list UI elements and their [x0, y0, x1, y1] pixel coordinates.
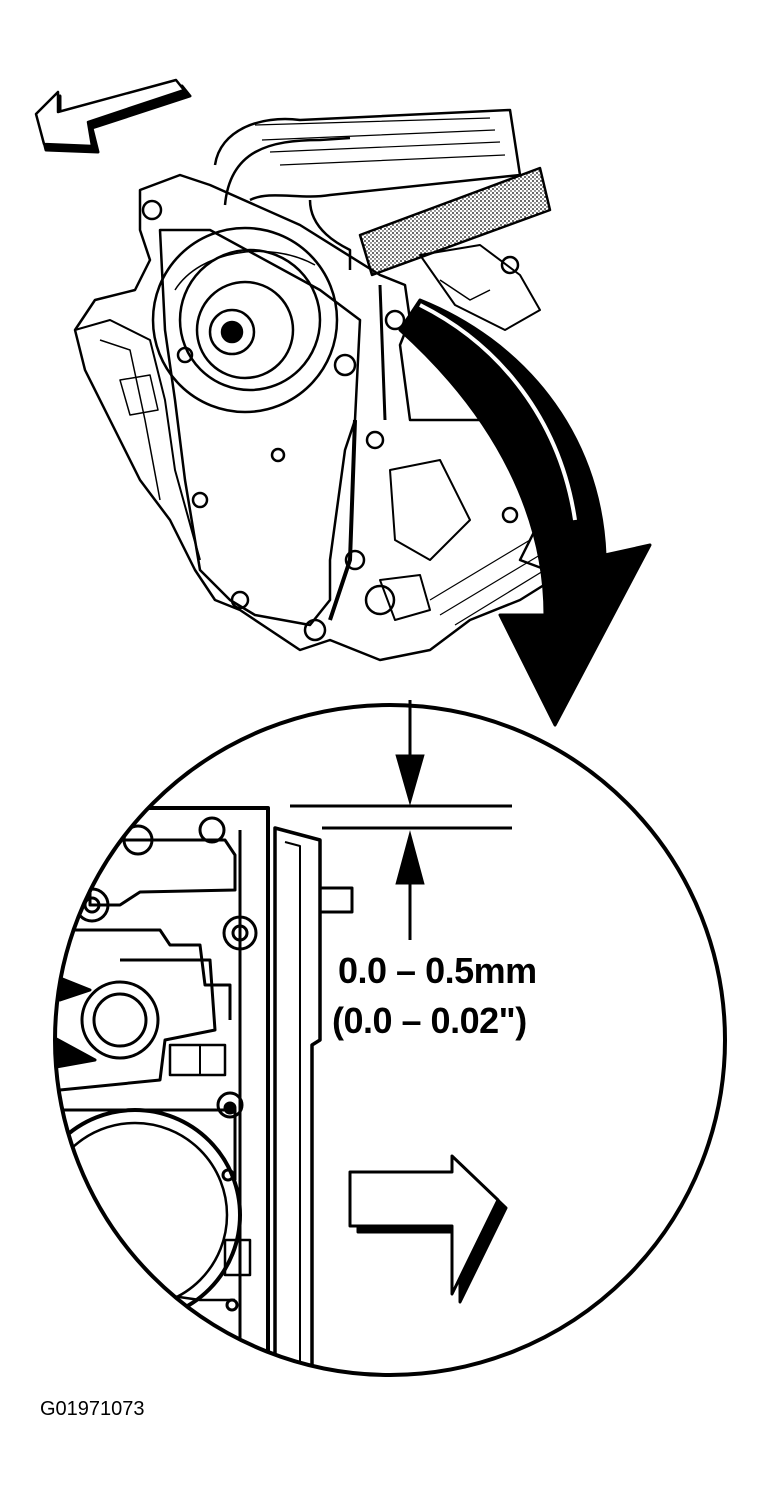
figure-id: G01971073: [40, 1398, 145, 1420]
dimension-arrow-down-icon: [395, 754, 425, 806]
direction-arrow-top-icon: [34, 78, 192, 154]
callout-arrow-icon: [398, 298, 652, 727]
direction-arrow-bottom-icon: [348, 1154, 508, 1304]
detail-view-block: [55, 806, 354, 1375]
gap-spec-imperial: (0.0 – 0.02"): [332, 1000, 527, 1041]
engine-front-view: [73, 108, 562, 662]
gap-dimension: [290, 700, 512, 940]
dimension-arrow-up-icon: [395, 830, 425, 885]
gap-spec-metric: 0.0 – 0.5mm: [338, 950, 537, 991]
